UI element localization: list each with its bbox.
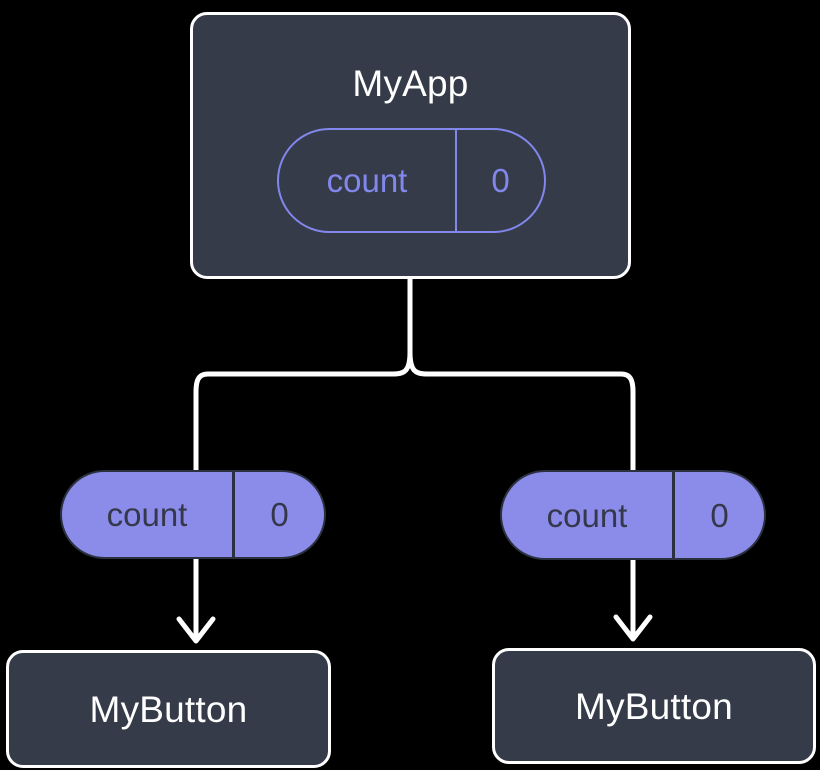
root-fork-edge (193, 275, 413, 473)
right-prop-arrowhead (613, 614, 653, 642)
node-mybutton-left-label: MyButton (89, 688, 248, 730)
node-myapp[interactable]: MyApp (190, 12, 631, 279)
root-fork-edge-right (407, 275, 636, 473)
state-pill-left[interactable]: count 0 (60, 470, 326, 559)
state-pill-left-value: 0 (270, 496, 289, 533)
state-pill-right-key: count (546, 496, 628, 534)
state-pill-right[interactable]: count 0 (500, 470, 766, 560)
state-pill-myapp[interactable]: count 0 (277, 128, 546, 233)
state-pill-right-value: 0 (710, 496, 729, 534)
node-mybutton-right-label: MyButton (575, 685, 733, 727)
node-mybutton-left[interactable]: MyButton (6, 650, 331, 768)
state-pill-left-divider (232, 472, 235, 557)
state-pill-myapp-value: 0 (491, 162, 510, 199)
node-mybutton-right[interactable]: MyButton (492, 648, 816, 764)
node-myapp-label: MyApp (352, 63, 469, 104)
left-prop-arrowhead (176, 616, 216, 644)
state-pill-myapp-divider (455, 130, 457, 231)
state-pill-left-key: count (106, 496, 188, 533)
state-pill-myapp-key: count (326, 162, 408, 199)
state-pill-right-divider (672, 472, 675, 558)
